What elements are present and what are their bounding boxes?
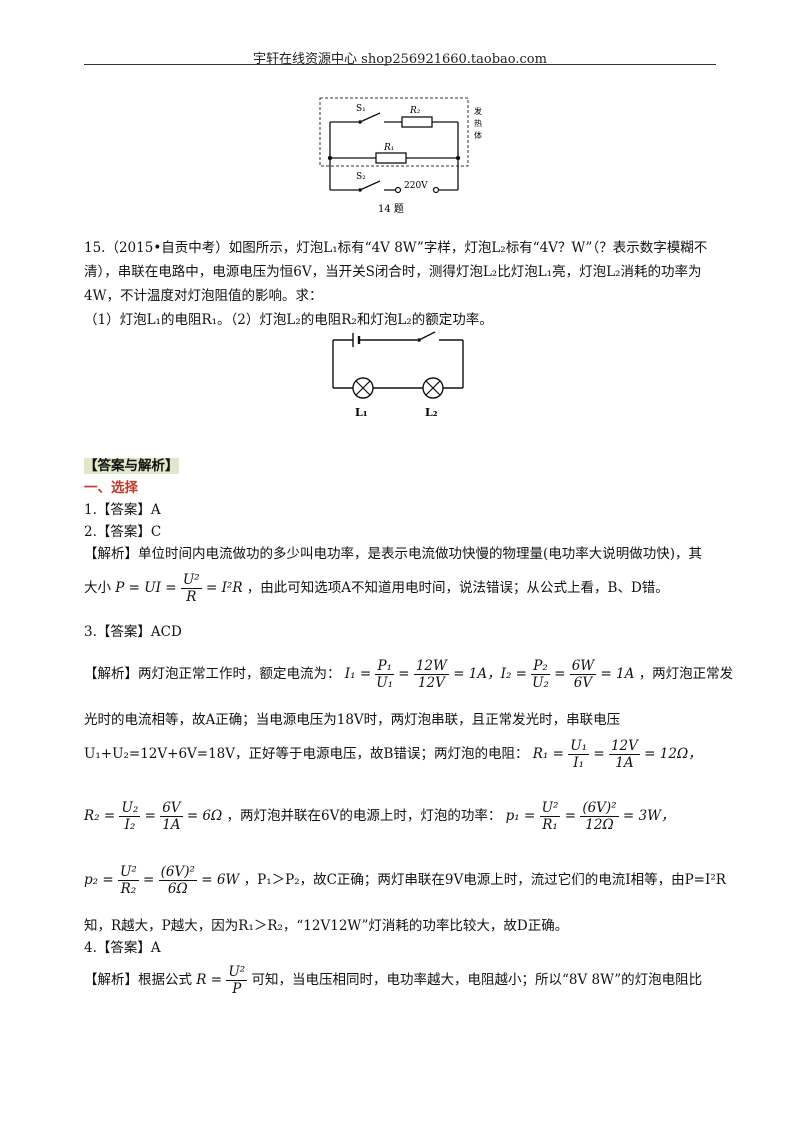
answer-3: 3.【答案】ACD — [84, 624, 182, 640]
q15-line-1: 15.（2015•自贡中考）如图所示，灯泡L₁标有“4V 8W”字样，灯泡L₂标… — [84, 240, 708, 256]
answer-3-explanation-2: 光时的电流相等，故A正确；当电源电压为18V时，两灯泡串联，且正常发光时，串联电… — [84, 712, 621, 728]
figure-caption: 14 题 — [378, 203, 404, 215]
label-voltage: 220V — [404, 181, 428, 191]
label-r2: R₂ — [409, 106, 421, 116]
q15-line-3: 4W，不计温度对灯泡阻值的影响。求： — [84, 288, 323, 304]
answer-4: 4.【答案】A — [84, 940, 161, 956]
exp-prefix: 大小 — [84, 580, 111, 596]
label-s2: S₂ — [356, 172, 366, 182]
q15-line-4: （1）灯泡L₁的电阻R₁。（2）灯泡L₂的电阻R₂和灯泡L₂的额定功率。 — [84, 312, 493, 328]
page-header: 宇轩在线资源中心 shop256921660.taobao.com — [253, 52, 547, 67]
label-l1: L₁ — [355, 406, 368, 419]
answer-3-explanation-6: 知，R越大，P越大，因为R₁＞R₂，“12V12W”灯消耗的功率比较大，故D正确… — [84, 918, 569, 934]
answer-1: 1.【答案】A — [84, 502, 161, 518]
section-heading: 一、选择 — [84, 480, 138, 496]
header-rule — [84, 64, 716, 65]
answers-title: 【答案与解析】 — [84, 458, 179, 474]
answer-2-explanation-1: 【解析】单位时间内电流做功的多少叫电功率，是表示电流做功快慢的物理量(电功率大说… — [84, 546, 703, 562]
circuit-diagram-15: L₁ L₂ — [332, 331, 464, 419]
label-side-1: 发 — [474, 106, 482, 116]
circuit-diagram-14: S₁ R₂ R₁ S₂ 发 热 体 220V 14 题 — [319, 97, 482, 215]
label-l2: L₂ — [425, 406, 438, 419]
answer-3-explanation-3: U₁+U₂=12V+6V=18V，正好等于电源电压，故B错误；两灯泡的电阻： R… — [84, 738, 702, 771]
label-side-2: 热 — [474, 118, 482, 128]
q15-line-2: 清），串联在电路中，电源电压为恒6V，当开关S闭合时，测得灯泡L₂比灯泡L₁亮，… — [84, 264, 702, 280]
label-side-3: 体 — [474, 130, 482, 140]
exp-suffix: ，由此可知选项A不知道用电时间，说法错误；从公式上看，B、D错。 — [246, 580, 669, 596]
label-s1: S₁ — [356, 104, 366, 114]
label-r1: R₁ — [383, 143, 394, 153]
answer-2: 2.【答案】C — [84, 524, 162, 540]
